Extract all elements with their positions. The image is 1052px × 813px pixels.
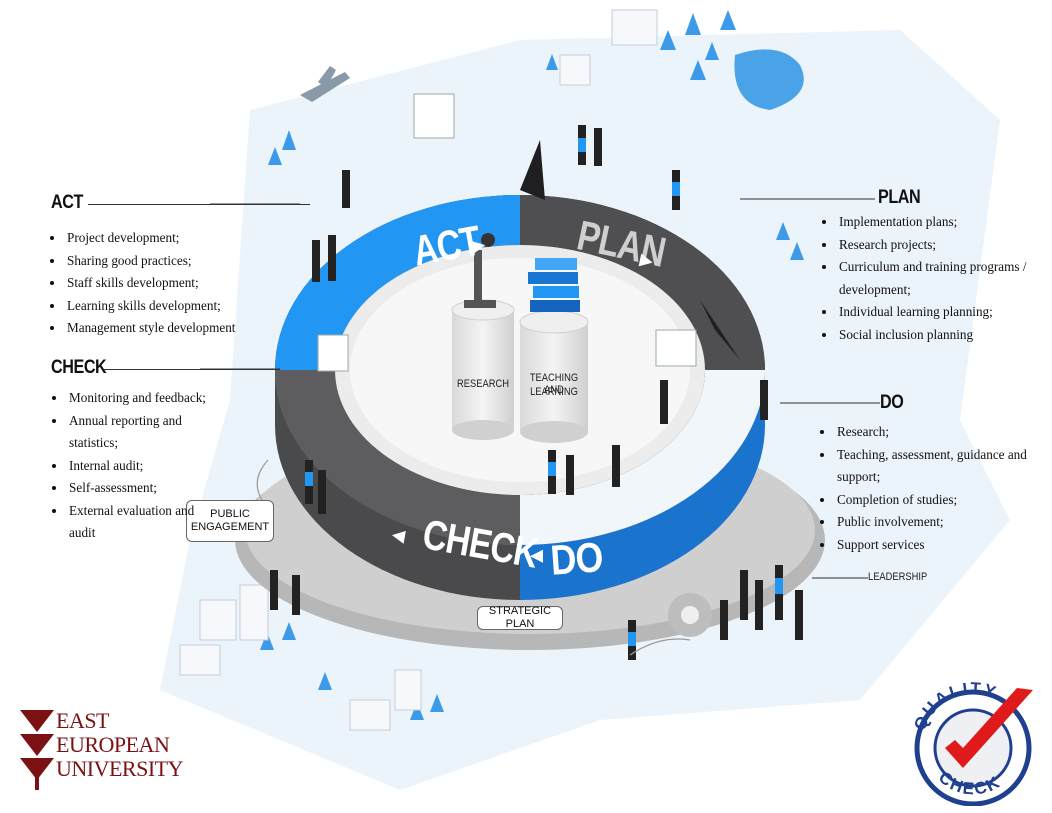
list-item: Learning skills development;	[65, 295, 300, 318]
people-blue	[305, 138, 783, 646]
list-item: Sharing good practices;	[65, 250, 300, 273]
list-item: Teaching, assessment, guidance and suppo…	[835, 444, 1040, 489]
list-item: Project development;	[65, 227, 300, 250]
airplane-icon	[300, 66, 350, 102]
university-line-2: EUROPEAN	[56, 732, 170, 757]
small-gear	[668, 593, 712, 637]
check-heading: CHECK	[51, 357, 107, 378]
university-line-1: EAST	[56, 708, 110, 733]
check-list: Monitoring and feedback; Annual reportin…	[42, 387, 207, 545]
teaching-learning-label-2: LEARNING	[530, 386, 578, 398]
strategic-plan-box: STRATEGIC PLAN	[477, 605, 563, 630]
list-item: Self-assessment;	[67, 477, 207, 500]
pdca-ring	[275, 195, 765, 600]
act-heading: ACT	[51, 192, 83, 213]
research-label: RESEARCH	[457, 378, 509, 390]
list-item: Research;	[835, 421, 1040, 444]
ring-arrows	[520, 140, 740, 360]
trees	[260, 10, 804, 720]
university-line-3: UNIVERSITY	[56, 756, 184, 781]
quality-check-seal: QUALITY CHECK	[910, 682, 1033, 806]
ring-do-segment	[520, 370, 765, 545]
list-item: Staff skills development;	[65, 272, 300, 295]
list-item: External evaluation and audit	[67, 500, 207, 545]
list-item: Social inclusion planning	[837, 324, 1037, 347]
university-logo: EAST EUROPEAN UNIVERSITY	[20, 708, 184, 790]
list-item: Monitoring and feedback;	[67, 387, 207, 410]
teaching-learning-label-1: TEACHING AND	[529, 372, 579, 396]
list-item: Annual reporting and statistics;	[67, 410, 207, 455]
list-item: Management style development	[65, 317, 300, 340]
leadership-label: LEADERSHIP	[868, 571, 928, 583]
list-item: Support services	[835, 534, 1040, 557]
books-icon	[528, 258, 580, 312]
do-heading: DO	[880, 392, 904, 413]
ring-plan-segment	[520, 195, 765, 370]
ring-check-segment	[275, 370, 520, 545]
list-item: Individual learning planning;	[837, 301, 1037, 324]
microscope-icon	[464, 233, 496, 308]
plan-heading: PLAN	[878, 187, 921, 208]
list-item: Implementation plans;	[837, 211, 1037, 234]
engagement-label: ENGAGEMENT	[190, 521, 270, 533]
university-emblem-icon	[20, 710, 54, 790]
plan-list: Implementation plans; Research projects;…	[812, 211, 1037, 346]
act-list: Project development; Sharing good practi…	[40, 227, 300, 340]
list-item: Public involvement;	[835, 511, 1040, 534]
ring-act-segment	[275, 195, 520, 370]
do-list: Research; Teaching, assessment, guidance…	[810, 421, 1040, 556]
list-item: Completion of studies;	[835, 489, 1040, 512]
list-item: Curriculum and training programs / devel…	[837, 256, 1037, 301]
lake	[734, 49, 804, 110]
strategic-plan-label: STRATEGIC PLAN	[488, 605, 552, 630]
buildings	[179, 9, 658, 731]
checkmark-icon	[945, 688, 1033, 768]
ring-do-arrow-icon: ◂	[530, 540, 544, 570]
list-item: Internal audit;	[67, 455, 207, 478]
whiteboards	[317, 93, 697, 372]
list-item: Research projects;	[837, 234, 1037, 257]
public-label: PUBLIC	[210, 508, 250, 520]
